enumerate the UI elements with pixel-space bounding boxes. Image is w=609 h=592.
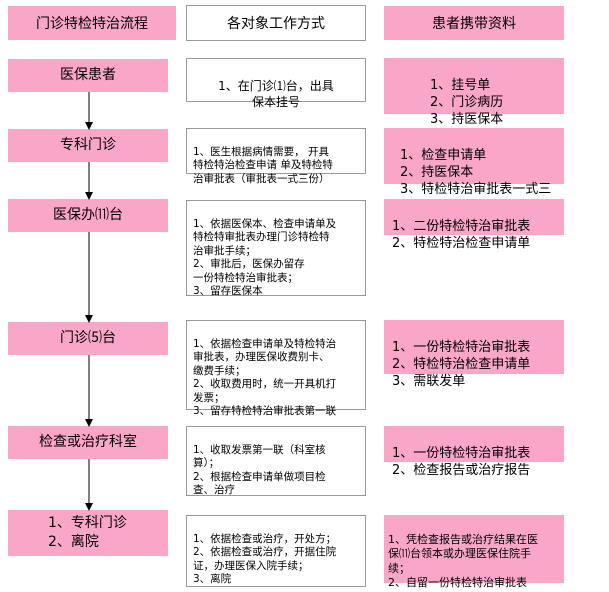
- step-3-method-text: 1、依据医保本、检查申请单及 特检特审批表办理门诊特检特 治审批手续； 2、审批…: [193, 217, 337, 298]
- step-2-method: 1、医生根据病情需要， 开具 特检特治检查申请 单及特检特 治审批表（审批表一式…: [186, 128, 366, 185]
- step-6-materials: 1、凭检查报告或治疗结果在医 保⑾台领本或办理医保住院手 续； 2、自留一份特检…: [384, 515, 564, 589]
- step-3-node: 医保办⑾台: [8, 199, 168, 232]
- step-2-node: 专科门诊: [8, 129, 168, 162]
- step-5-materials: 1、一份特检特治审批表 2、检查报告或治疗报告: [384, 426, 564, 478]
- step-1-materials: 1、挂号单 2、门诊病历 3、持医保本: [384, 58, 564, 127]
- header-process-label: 门诊特检特治流程: [36, 16, 148, 32]
- header-process: 门诊特检特治流程: [8, 6, 176, 40]
- step-4-label: 门诊⑸台: [60, 330, 116, 346]
- header-method: 各对象工作方式: [186, 5, 366, 41]
- step-1-method: 1、在门诊⑴台，出具 保本挂号: [186, 58, 366, 109]
- step-5-label: 检查或治疗科室: [39, 434, 137, 450]
- step-1-node: 医保患者: [8, 59, 168, 92]
- step-2-method-text: 1、医生根据病情需要， 开具 特检特治检查申请 单及特检特 治审批表（审批表一式…: [193, 145, 333, 185]
- step-4-method-text: 1、依据检查申请单及特检特治 审批表，办理医保收费别卡、 缴费手续； 2、收取费…: [193, 337, 337, 418]
- header-materials: 患者携带资料: [384, 6, 564, 40]
- step-6-materials-text: 1、凭检查报告或治疗结果在医 保⑾台领本或办理医保住院手 续； 2、自留一份特检…: [388, 532, 538, 590]
- step-5-method: 1、收取发票第一联（科室核 算）； 2、根据检查申请单做项目检 查、治疗: [186, 426, 366, 496]
- step-3-materials-text: 1、二份特检特治审批表 2、特检特治检查申请单: [392, 219, 531, 251]
- step-1-label: 医保患者: [60, 67, 116, 83]
- step-5-method-text: 1、收取发票第一联（科室核 算）； 2、根据检查申请单做项目检 查、治疗: [193, 443, 326, 497]
- step-1-method-text: 1、在门诊⑴台，出具 保本挂号: [218, 79, 334, 109]
- step-6-label: 1、专科门诊 2、离院: [48, 515, 127, 550]
- step-4-materials-text: 1、一份特检特治审批表 2、特检特治检查申请单 3、需联发单: [392, 340, 531, 389]
- step-5-materials-text: 1、一份特检特治审批表 2、检查报告或治疗报告: [392, 446, 531, 478]
- step-5-node: 检查或治疗科室: [8, 426, 168, 459]
- step-2-label: 专科门诊: [60, 137, 116, 153]
- step-4-node: 门诊⑸台: [8, 322, 168, 355]
- step-6-node: 1、专科门诊 2、离院: [8, 510, 168, 556]
- step-4-method: 1、依据检查申请单及特检特治 审批表，办理医保收费别卡、 缴费手续； 2、收取费…: [186, 320, 366, 417]
- step-6-method: 1、依据检查或治疗，开处方； 2、依据检查或治疗，开据住院 证，办理医保入院手续…: [186, 515, 366, 587]
- header-materials-label: 患者携带资料: [432, 16, 516, 32]
- step-3-method: 1、依据医保本、检查申请单及 特检特审批表办理门诊特检特 治审批手续； 2、审批…: [186, 200, 366, 298]
- step-3-materials: 1、二份特检特治审批表 2、特检特治检查申请单: [384, 199, 564, 251]
- step-2-materials: 1、检查申请单 2、持医保本 3、特检特治审批表一式三联: [384, 128, 564, 214]
- step-1-materials-text: 1、挂号单 2、门诊病历 3、持医保本: [430, 78, 504, 127]
- step-4-materials: 1、一份特检特治审批表 2、特检特治检查申请单 3、需联发单: [384, 320, 564, 389]
- header-method-label: 各对象工作方式: [227, 16, 325, 32]
- step-3-label: 医保办⑾台: [53, 207, 123, 223]
- step-6-method-text: 1、依据检查或治疗，开处方； 2、依据检查或治疗，开据住院 证，办理医保入院手续…: [193, 532, 337, 586]
